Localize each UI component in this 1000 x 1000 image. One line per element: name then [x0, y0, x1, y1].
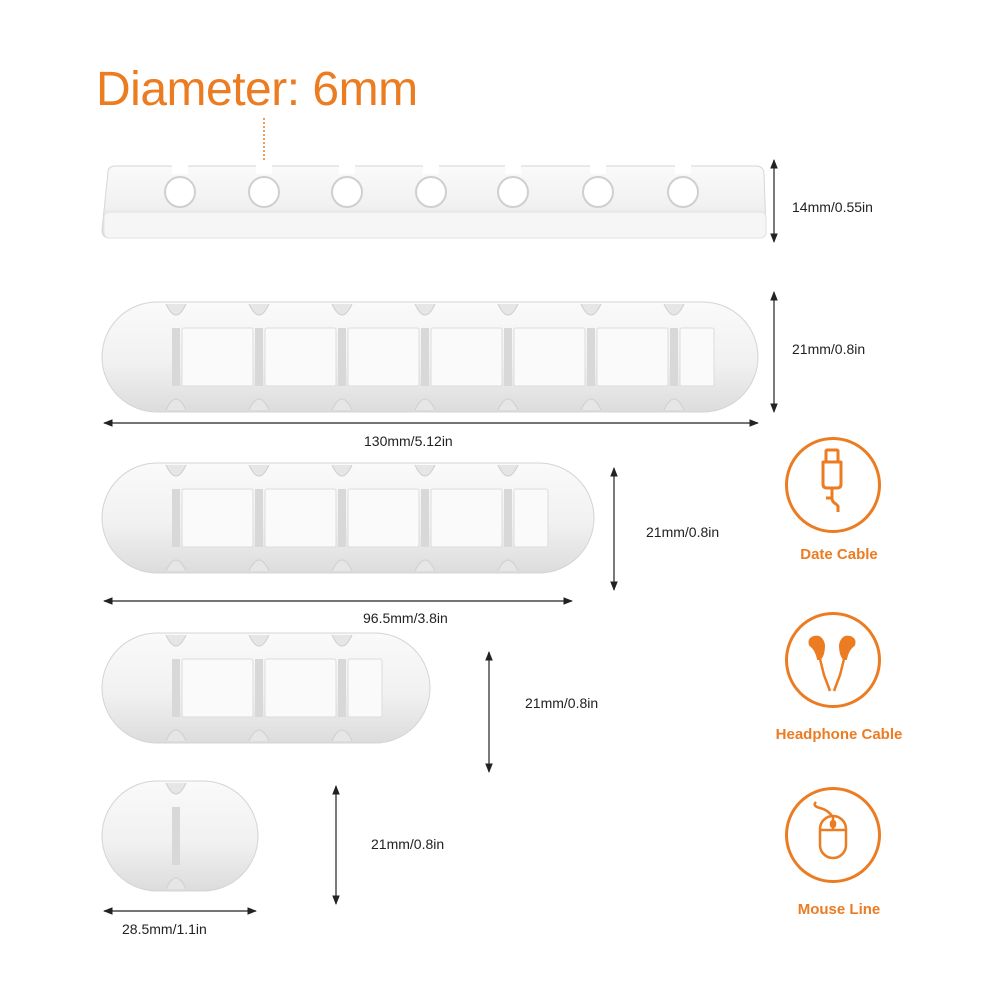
cable-hole [415, 176, 447, 208]
slot-channel [338, 328, 346, 386]
slot-channel [338, 489, 346, 547]
slot-channel [172, 659, 180, 717]
height-label: 21mm/0.8in [371, 836, 445, 852]
slot-notch-top [663, 303, 685, 316]
slot-block [181, 327, 254, 387]
category-label: Headphone Cable [775, 726, 903, 743]
slot-notch-bottom [414, 398, 436, 411]
slot-notch-top [580, 303, 602, 316]
height-label: 21mm/0.8in [525, 695, 599, 711]
cable-hole [248, 176, 280, 208]
slot-notch-bottom [331, 729, 353, 742]
slot-group [165, 634, 383, 742]
slot-block [264, 327, 337, 387]
slot-notch-top [497, 303, 519, 316]
usb-cable-icon [821, 448, 843, 512]
slot-notch-bottom [580, 398, 602, 411]
slot-notch-top [165, 303, 187, 316]
slot-block [181, 658, 254, 718]
slot-channel [421, 328, 429, 386]
earphones-icon [808, 635, 856, 692]
slot-notch-bottom [663, 398, 685, 411]
slot-channel [504, 328, 512, 386]
slot-notch-top [248, 303, 270, 316]
slot-notch-top [165, 464, 187, 477]
width-label: 96.5mm/3.8in [363, 610, 448, 626]
slot-block [347, 658, 383, 718]
slot-notch-bottom [248, 398, 270, 411]
height-label: 21mm/0.8in [792, 341, 866, 357]
slot-channel [255, 489, 263, 547]
slot-notch-bottom [248, 559, 270, 572]
slot-block [430, 488, 503, 548]
slot-notch-top [331, 464, 353, 477]
headphone-cable-circle [785, 612, 881, 708]
slot-notch-top [331, 303, 353, 316]
height-label: 21mm/0.8in [646, 524, 720, 540]
slot-notch-bottom [165, 398, 187, 411]
slot-notch-bottom [165, 559, 187, 572]
slot-group [165, 782, 187, 890]
date-cable-circle [785, 437, 881, 533]
slot-notch-top [248, 634, 270, 647]
slot-notch-bottom [414, 559, 436, 572]
slot-channel [255, 659, 263, 717]
slot-notch-bottom [165, 729, 187, 742]
width-label: 130mm/5.12in [364, 433, 453, 449]
slot-notch-top [248, 464, 270, 477]
category-label: Date Cable [800, 546, 878, 563]
slot-notch-bottom [248, 729, 270, 742]
slot-notch-top [414, 464, 436, 477]
slot-block [181, 488, 254, 548]
category-label: Mouse Line [797, 901, 881, 918]
slot-block [264, 488, 337, 548]
cable-hole [667, 176, 699, 208]
cable-hole [164, 176, 196, 208]
slot-notch-top [165, 782, 187, 795]
slot-channel [172, 489, 180, 547]
slot-channel [255, 328, 263, 386]
slot-notch-top [331, 634, 353, 647]
slot-block [430, 327, 503, 387]
slot-notch-top [165, 634, 187, 647]
slot-channel [172, 807, 180, 865]
slot-block [513, 327, 586, 387]
slot-block [596, 327, 669, 387]
slot-channel [338, 659, 346, 717]
slot-channel [421, 489, 429, 547]
slot-block [347, 488, 420, 548]
slot-notch-top [497, 464, 519, 477]
cable-hole [582, 176, 614, 208]
slot-block [679, 327, 715, 387]
side-view-holes [164, 176, 699, 208]
slot-channel [587, 328, 595, 386]
slot-notch-bottom [331, 559, 353, 572]
slot-notch-bottom [331, 398, 353, 411]
cable-hole [331, 176, 363, 208]
mouse-line-circle [785, 787, 881, 883]
slot-channel [172, 328, 180, 386]
cable-hole [497, 176, 529, 208]
slot-notch-bottom [165, 877, 187, 890]
slot-block [513, 488, 549, 548]
slot-notch-top [414, 303, 436, 316]
slot-group [165, 303, 715, 411]
slot-block [347, 327, 420, 387]
diameter-label: Diameter: 6mm [96, 63, 418, 116]
height-label: 14mm/0.55in [792, 199, 873, 215]
width-label: 28.5mm/1.1in [122, 921, 207, 937]
slot-channel [504, 489, 512, 547]
slot-notch-bottom [497, 559, 519, 572]
mouse-icon [813, 801, 848, 860]
slot-notch-bottom [497, 398, 519, 411]
holder-side-view [101, 160, 767, 239]
slot-group [165, 464, 549, 572]
slot-channel [670, 328, 678, 386]
slot-block [264, 658, 337, 718]
